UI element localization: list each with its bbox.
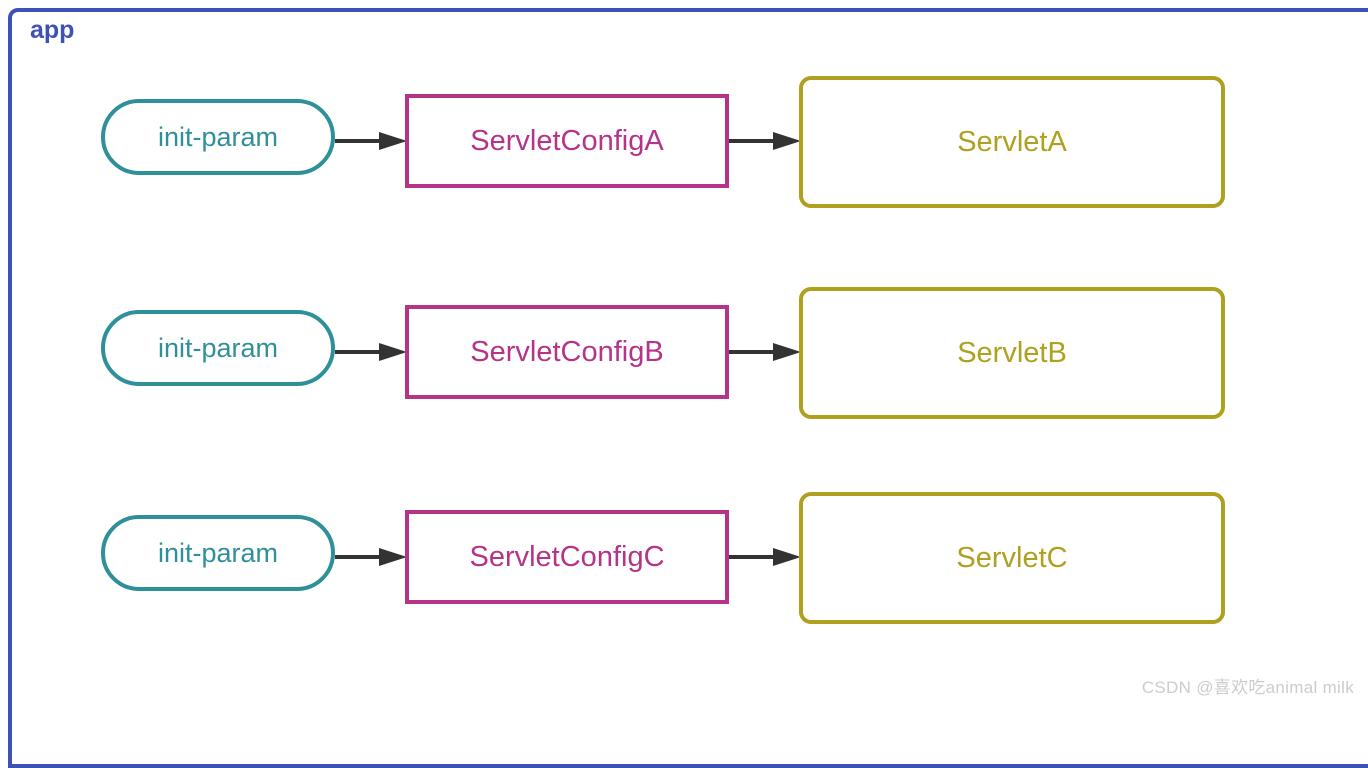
node-init-param-label: init-param (157, 121, 279, 152)
node-init-param-label: init-param (157, 332, 279, 363)
watermark: CSDN @喜欢吃animal milk (1141, 678, 1354, 697)
arrow-right-icon (729, 132, 801, 150)
node-servlet[interactable]: ServletC (799, 492, 1225, 624)
diagram-row: init-param ServletConfigB ServletB (12, 285, 1252, 425)
arrow-right-icon (335, 132, 407, 150)
node-servlet[interactable]: ServletA (799, 76, 1225, 208)
node-servlet-config[interactable]: ServletConfigB (405, 305, 729, 399)
app-container: app init-param ServletConfigA ServletA i… (8, 8, 1368, 768)
arrow-right-icon (729, 343, 801, 361)
node-servlet-config[interactable]: ServletConfigC (405, 510, 729, 604)
node-init-param[interactable]: init-param (101, 99, 335, 175)
diagram-row: init-param ServletConfigA ServletA (12, 74, 1252, 214)
diagram-row: init-param ServletConfigC ServletC (12, 490, 1252, 630)
app-label: app (30, 16, 75, 44)
node-servlet-config-label: ServletConfigB (470, 335, 664, 368)
node-servlet-label: ServletB (957, 336, 1067, 369)
arrow-right-icon (729, 548, 801, 566)
node-servlet[interactable]: ServletB (799, 287, 1225, 419)
arrow-right-icon (335, 343, 407, 361)
node-servlet-label: ServletA (957, 125, 1067, 158)
node-servlet-config-label: ServletConfigA (470, 124, 664, 157)
node-servlet-config[interactable]: ServletConfigA (405, 94, 729, 188)
node-init-param-label: init-param (157, 537, 279, 568)
node-init-param[interactable]: init-param (101, 310, 335, 386)
node-servlet-label: ServletC (956, 541, 1068, 574)
node-init-param[interactable]: init-param (101, 515, 335, 591)
arrow-right-icon (335, 548, 407, 566)
node-servlet-config-label: ServletConfigC (469, 540, 665, 573)
